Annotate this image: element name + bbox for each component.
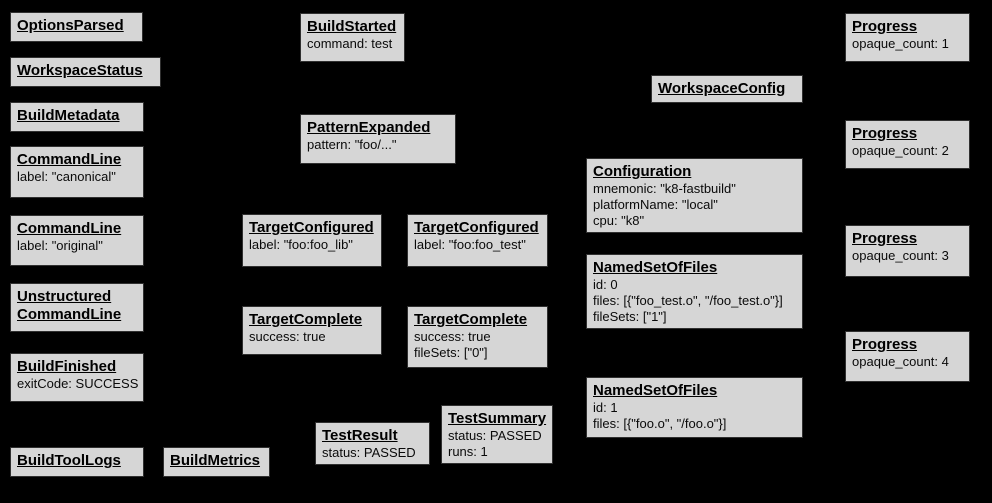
node-title: Progress: [852, 125, 918, 142]
node-detail: pattern: "foo/...": [307, 137, 397, 152]
node-title: TargetComplete: [249, 311, 363, 328]
node-build-tool-logs: BuildToolLogs: [10, 447, 144, 477]
node-detail: cpu: "k8": [593, 213, 645, 228]
node-title: WorkspaceStatus: [17, 62, 143, 79]
node-detail: status: PASSED: [322, 445, 416, 460]
node-detail: success: true: [249, 329, 326, 344]
node-detail: label: "foo:foo_lib": [249, 237, 353, 252]
node-title: Unstructured CommandLine: [17, 288, 122, 323]
node-test-result: TestResult status: PASSED: [315, 422, 430, 465]
node-workspace-config: WorkspaceConfig: [651, 75, 803, 103]
node-detail: opaque_count: 4: [852, 354, 949, 369]
node-title: CommandLine: [17, 151, 122, 168]
node-title: BuildMetrics: [170, 452, 261, 469]
node-target-configured-foo-lib: TargetConfigured label: "foo:foo_lib": [242, 214, 382, 267]
node-title: TargetConfigured: [249, 219, 374, 236]
node-detail: id: 1: [593, 400, 618, 415]
node-detail: opaque_count: 2: [852, 143, 949, 158]
node-detail: opaque_count: 3: [852, 248, 949, 263]
node-detail: label: "foo:foo_test": [414, 237, 526, 252]
node-title: TargetComplete: [414, 311, 528, 328]
node-title: BuildStarted: [307, 18, 397, 35]
node-pattern-expanded: PatternExpanded pattern: "foo/...": [300, 114, 456, 164]
node-progress-1: Progress opaque_count: 1: [845, 13, 970, 62]
node-title: Progress: [852, 336, 918, 353]
node-detail: runs: 1: [448, 444, 488, 459]
node-build-metadata: BuildMetadata: [10, 102, 144, 132]
node-detail: mnemonic: "k8-fastbuild": [593, 181, 736, 196]
node-title: Configuration: [593, 163, 692, 180]
node-detail: id: 0: [593, 277, 618, 292]
node-detail: label: "canonical": [17, 169, 116, 184]
node-detail: opaque_count: 1: [852, 36, 949, 51]
node-title: BuildToolLogs: [17, 452, 121, 469]
node-detail: exitCode: SUCCESS: [17, 376, 139, 391]
node-unstructured-command-line: Unstructured CommandLine: [10, 283, 144, 332]
node-title: Progress: [852, 18, 918, 35]
node-title: NamedSetOfFiles: [593, 382, 718, 399]
node-detail: command: test: [307, 36, 393, 51]
node-title: NamedSetOfFiles: [593, 259, 718, 276]
node-target-complete-foo-lib: TargetComplete success: true: [242, 306, 382, 355]
node-detail: files: [{"foo.o", "/foo.o"}]: [593, 416, 727, 431]
node-detail: fileSets: ["0"]: [414, 345, 488, 360]
node-title: WorkspaceConfig: [658, 80, 786, 97]
node-detail: fileSets: ["1"]: [593, 309, 667, 324]
node-command-line-canonical: CommandLine label: "canonical": [10, 146, 144, 198]
node-title: CommandLine: [17, 220, 122, 237]
node-title: BuildFinished: [17, 358, 117, 375]
node-title: BuildMetadata: [17, 107, 120, 124]
node-title: OptionsParsed: [17, 17, 124, 34]
node-named-set-of-files-0: NamedSetOfFiles id: 0 files: [{"foo_test…: [586, 254, 803, 329]
node-workspace-status: WorkspaceStatus: [10, 57, 161, 87]
node-detail: status: PASSED: [448, 428, 542, 443]
node-target-configured-foo-test: TargetConfigured label: "foo:foo_test": [407, 214, 548, 267]
node-detail: label: "original": [17, 238, 103, 253]
node-detail: success: true: [414, 329, 491, 344]
node-configuration: Configuration mnemonic: "k8-fastbuild" p…: [586, 158, 803, 233]
node-title: TestResult: [322, 427, 398, 444]
node-title: TargetConfigured: [414, 219, 539, 236]
node-named-set-of-files-1: NamedSetOfFiles id: 1 files: [{"foo.o", …: [586, 377, 803, 438]
node-title: TestSummary: [448, 410, 547, 427]
node-build-metrics: BuildMetrics: [163, 447, 270, 477]
node-build-finished: BuildFinished exitCode: SUCCESS: [10, 353, 144, 402]
node-target-complete-foo-test: TargetComplete success: true fileSets: […: [407, 306, 548, 368]
node-build-started: BuildStarted command: test: [300, 13, 405, 62]
node-command-line-original: CommandLine label: "original": [10, 215, 144, 266]
node-progress-4: Progress opaque_count: 4: [845, 331, 970, 382]
node-progress-3: Progress opaque_count: 3: [845, 225, 970, 277]
node-test-summary: TestSummary status: PASSED runs: 1: [441, 405, 553, 464]
node-title: Progress: [852, 230, 918, 247]
node-title: PatternExpanded: [307, 119, 431, 136]
node-detail: platformName: "local": [593, 197, 718, 212]
node-detail: files: [{"foo_test.o", "/foo_test.o"}]: [593, 293, 783, 308]
node-options-parsed: OptionsParsed: [10, 12, 143, 42]
node-progress-2: Progress opaque_count: 2: [845, 120, 970, 169]
